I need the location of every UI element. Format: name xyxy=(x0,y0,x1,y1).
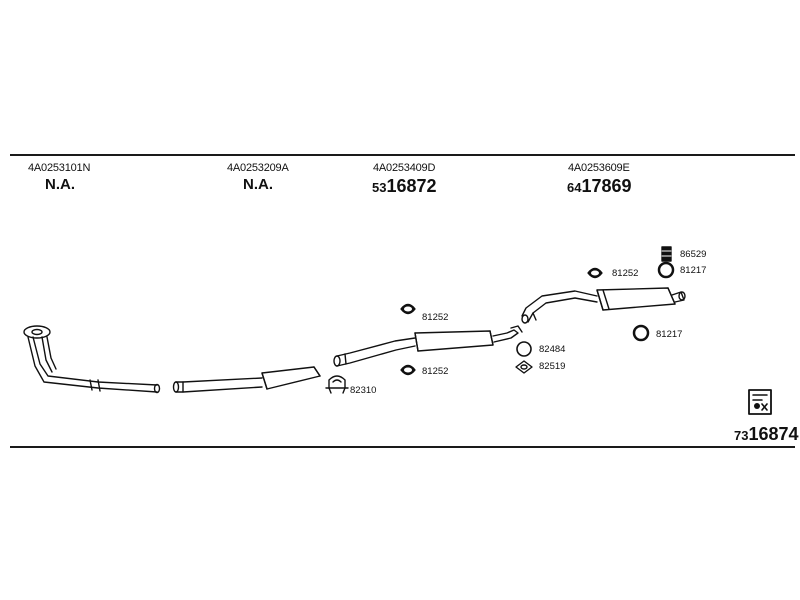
fitting-instructions-icon xyxy=(748,389,772,415)
column-4-part-number: 6417869 xyxy=(567,176,632,197)
column-3-part-main: 16872 xyxy=(386,176,437,196)
ring-81217-b xyxy=(632,324,650,342)
column-4-part-prefix: 64 xyxy=(567,180,582,195)
column-1-status: N.A. xyxy=(45,176,75,193)
hanger-81252-b xyxy=(400,364,416,376)
footer-part-main: 16874 xyxy=(748,424,799,444)
footer-part-number: 7316874 xyxy=(734,424,799,445)
label-86529: 86529 xyxy=(680,249,707,260)
column-4-code: 4A0253609E xyxy=(568,162,630,174)
centre-section xyxy=(333,325,523,367)
column-4-part-main: 17869 xyxy=(581,176,632,196)
column-2-code: 4A0253209A xyxy=(227,162,289,174)
hanger-81252-c xyxy=(400,303,416,315)
bottom-rule xyxy=(10,446,795,448)
label-81252-c: 81252 xyxy=(422,312,449,323)
front-pipe xyxy=(23,325,161,394)
clamp-82310 xyxy=(325,375,349,394)
label-81252-b: 81252 xyxy=(422,366,449,377)
column-1-code: 4A0253101N xyxy=(28,162,91,174)
label-81252-a: 81252 xyxy=(612,268,639,279)
rear-section xyxy=(521,287,686,324)
label-82484: 82484 xyxy=(539,344,566,355)
label-81217-b: 81217 xyxy=(656,329,683,340)
gasket-82519 xyxy=(515,360,533,374)
ring-82484 xyxy=(516,341,532,357)
clamp-86529 xyxy=(661,246,672,262)
hanger-81252-a xyxy=(587,267,603,279)
footer-part-prefix: 73 xyxy=(734,428,749,443)
column-2-status: N.A. xyxy=(243,176,273,193)
label-82519: 82519 xyxy=(539,361,566,372)
top-rule xyxy=(10,154,795,156)
column-3-part-prefix: 53 xyxy=(372,180,387,195)
ring-81217-a xyxy=(657,261,675,279)
column-3-part-number: 5316872 xyxy=(372,176,437,197)
front-muffler xyxy=(172,366,321,393)
column-3-code: 4A0253409D xyxy=(373,162,436,174)
label-82310: 82310 xyxy=(350,385,377,396)
label-81217-a: 81217 xyxy=(680,265,707,276)
